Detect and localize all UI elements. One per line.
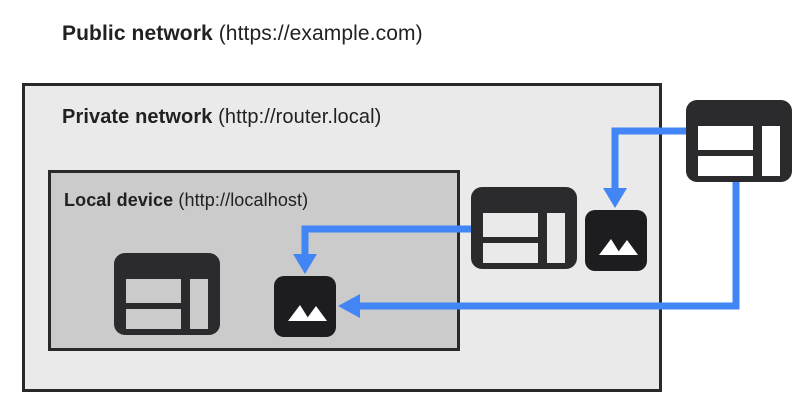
- local-device-name: Local device: [64, 190, 174, 210]
- local-device-title: Local device (http://localhost): [64, 190, 308, 211]
- private-network-name: Private network: [62, 106, 213, 128]
- private-network-title: Private network (http://router.local): [62, 106, 381, 129]
- public-network-url: (https://example.com): [218, 22, 423, 45]
- public-network-name: Public network: [62, 22, 213, 45]
- public-network-title: Public network (https://example.com): [62, 22, 423, 46]
- image-icon[interactable]: [585, 210, 647, 271]
- browser-window-icon[interactable]: [686, 100, 792, 182]
- browser-window-icon[interactable]: [471, 187, 577, 269]
- image-icon[interactable]: [274, 276, 336, 337]
- local-device-url: (http://localhost): [178, 190, 309, 210]
- browser-window-icon[interactable]: [114, 253, 220, 335]
- private-network-url: (http://router.local): [218, 106, 382, 128]
